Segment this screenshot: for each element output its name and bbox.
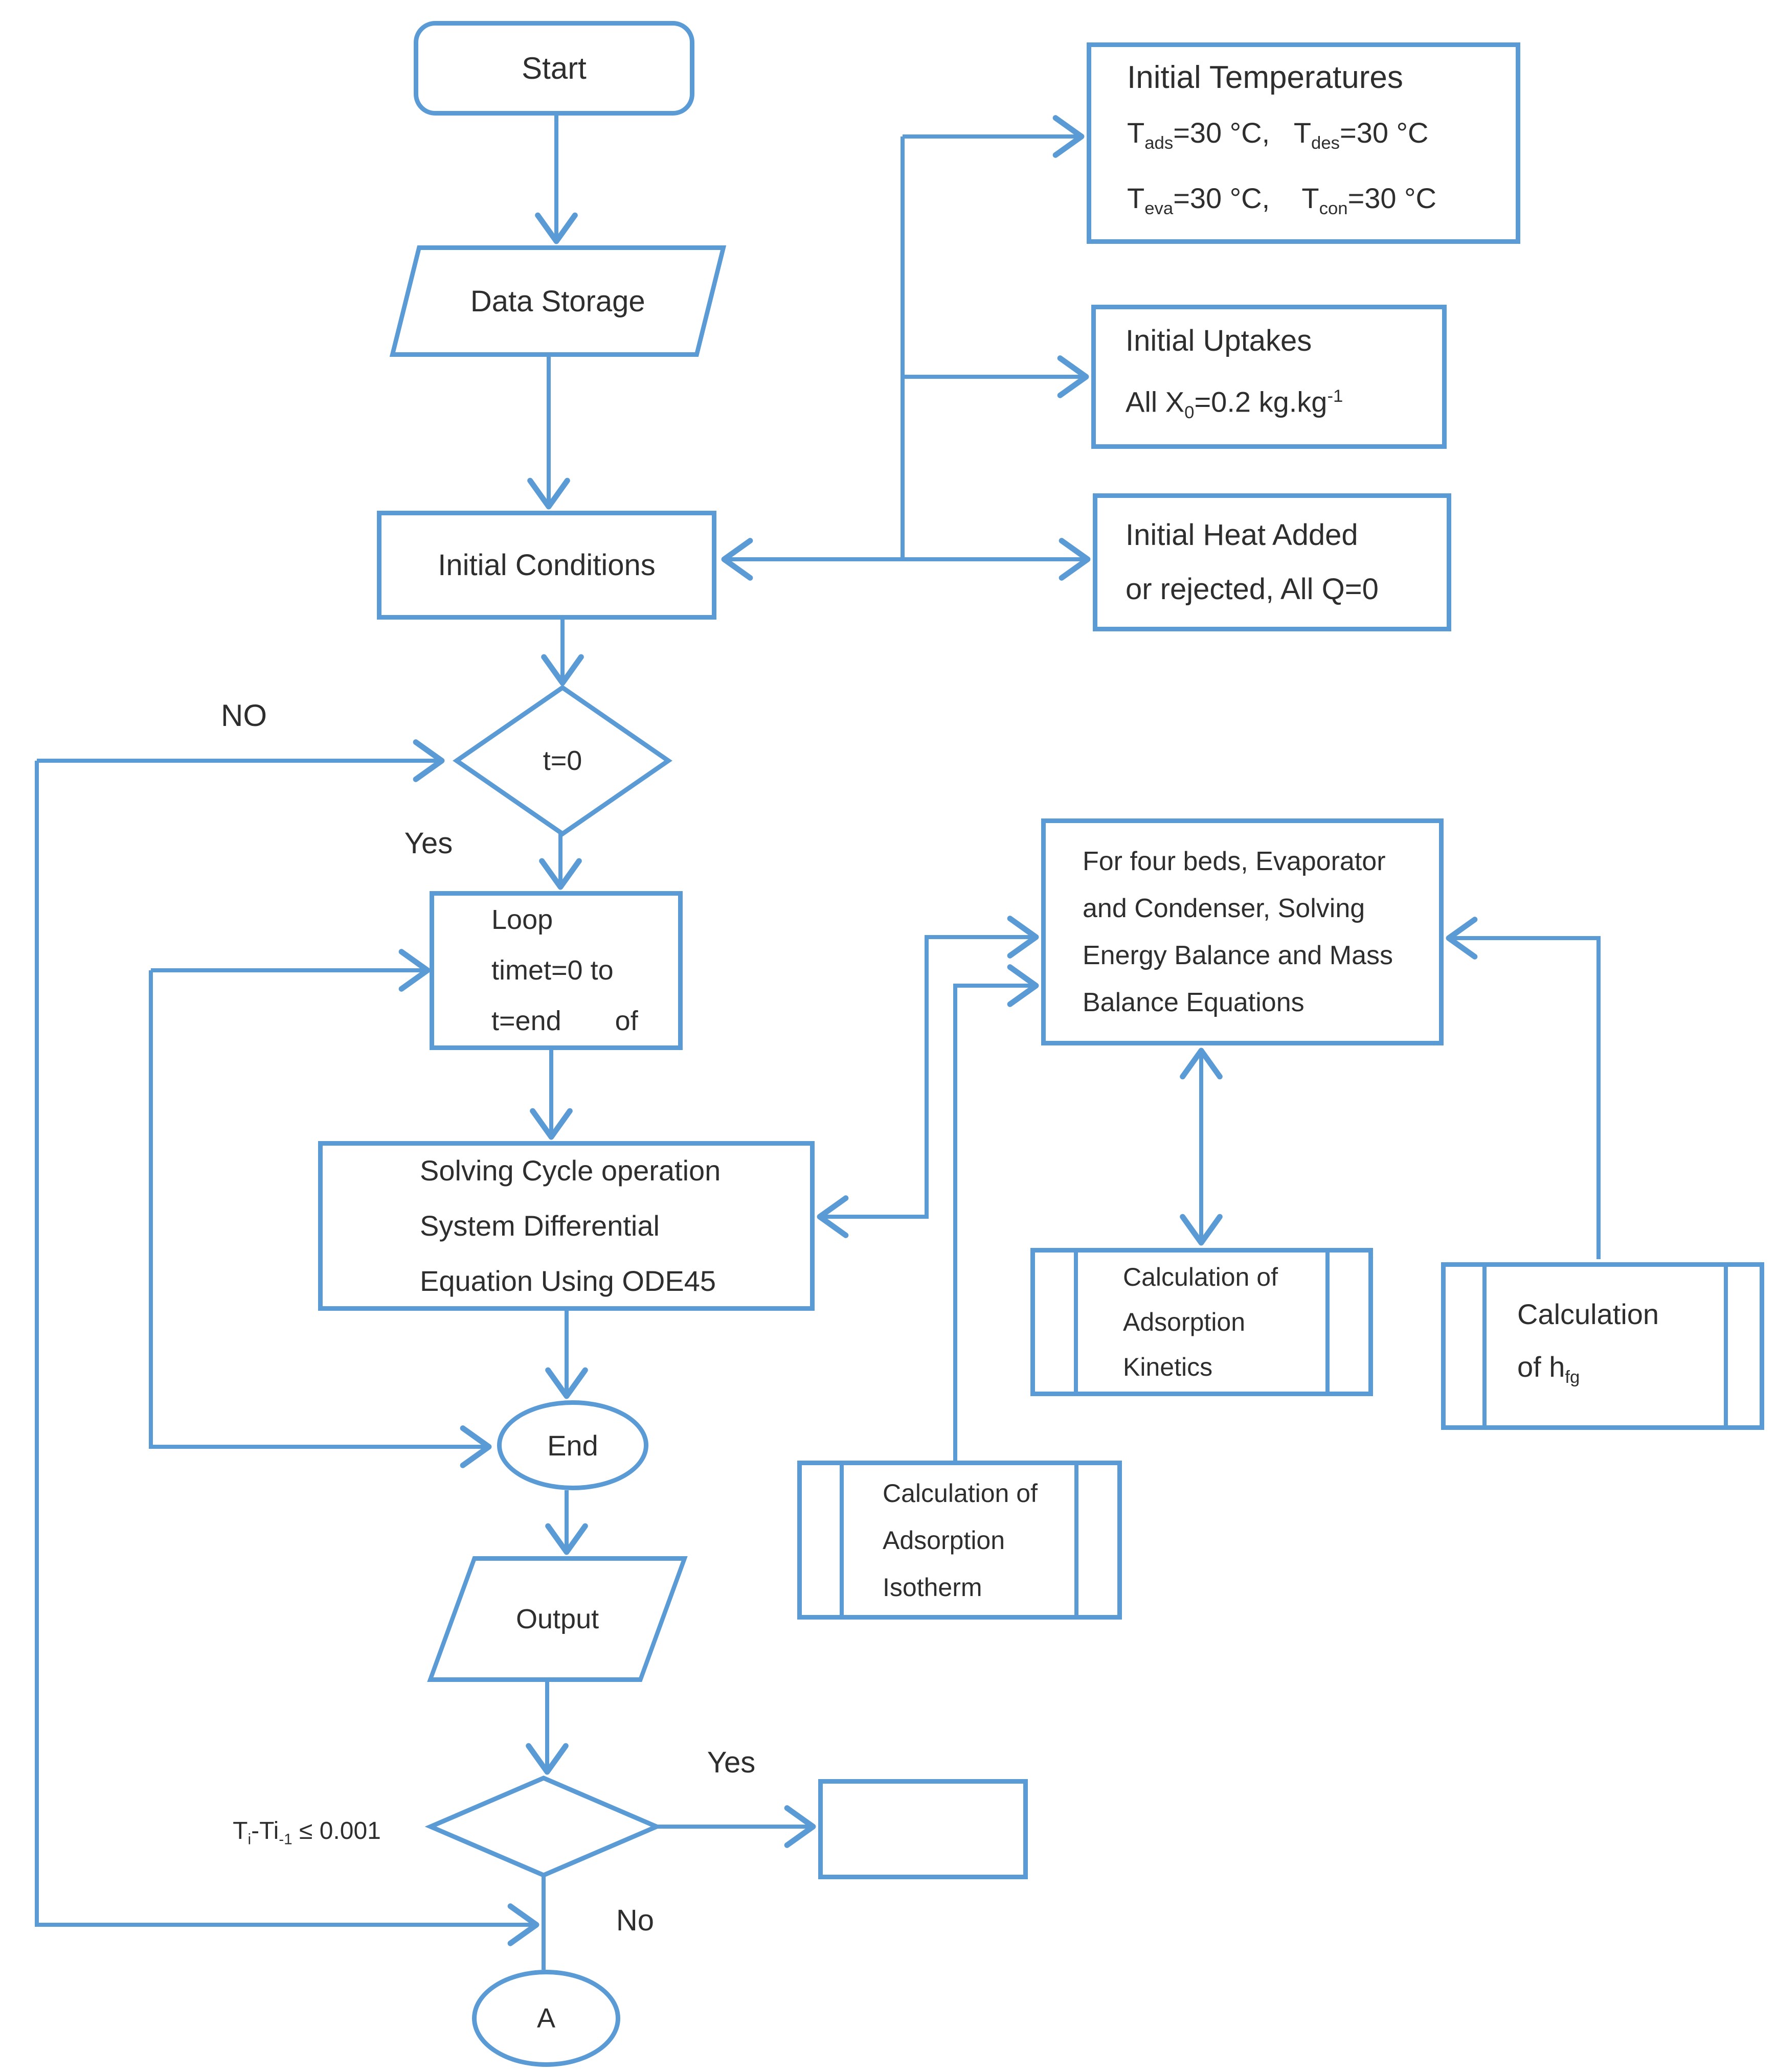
edge-label-yes-upper: Yes <box>398 823 459 863</box>
no-upper-text: NO <box>221 698 267 733</box>
predefined-process-left-bar <box>1482 1267 1487 1425</box>
node-calc-adsorption-kinetics: Calculation of Adsorption Kinetics <box>1030 1248 1373 1396</box>
initial-uptakes-row: All X0=0.2 kg.kg-1 <box>1126 385 1343 422</box>
edge-label-no-lower: No <box>602 1900 668 1940</box>
edge-no-return-left <box>35 761 539 1946</box>
end-label: End <box>547 1429 598 1462</box>
predefined-process-left-bar <box>840 1465 844 1615</box>
edge-label-yes-lower: Yes <box>698 1742 764 1782</box>
predefined-process-right-bar <box>1325 1253 1330 1392</box>
node-data-storage: Data Storage <box>389 245 727 357</box>
node-loop: Loop timet=0 to t=end of <box>430 891 683 1050</box>
node-initial-uptakes: Initial Uptakes All X0=0.2 kg.kg-1 <box>1091 305 1447 449</box>
node-solving-cycle: Solving Cycle operation System Different… <box>318 1141 815 1311</box>
yes-lower-text: Yes <box>707 1745 756 1779</box>
edge-hfg-to-beds <box>1446 917 1601 1259</box>
node-next-step-empty <box>818 1779 1028 1879</box>
edge-beds-solving <box>817 916 1039 1238</box>
convergence-diamond-shape <box>424 1775 663 1878</box>
initial-temperatures-row2: Teva=30 °C, Tcon=30 °C <box>1127 182 1436 219</box>
node-initial-heat-added: Initial Heat Added or rejected, All Q=0 <box>1093 493 1451 631</box>
initial-uptakes-text: Initial Uptakes All X0=0.2 kg.kg-1 <box>1096 313 1343 440</box>
node-output: Output <box>427 1556 688 1682</box>
initial-temperatures-title: Initial Temperatures <box>1127 59 1403 95</box>
start-label: Start <box>522 51 587 85</box>
edge-isotherm-to-beds <box>953 964 1039 1461</box>
edge-innerloop-to-end <box>149 970 492 1468</box>
for-four-beds-text: For four beds, Evaporator and Condenser,… <box>1083 847 1393 1017</box>
node-initial-conditions: Initial Conditions <box>377 511 716 620</box>
initial-conditions-label: Initial Conditions <box>438 549 656 582</box>
predefined-process-left-bar <box>1074 1253 1078 1392</box>
convergence-condition-label: Ti-Ti-1 ≤ 0.001 <box>215 1810 399 1856</box>
convergence-label-text: Ti-Ti-1 ≤ 0.001 <box>233 1817 381 1848</box>
data-storage-label: Data Storage <box>470 284 645 318</box>
t0-label-text: t=0 <box>543 745 582 776</box>
solving-cycle-text: Solving Cycle operation System Different… <box>420 1154 721 1297</box>
node-for-four-beds: For four beds, Evaporator and Condenser,… <box>1041 818 1444 1045</box>
loop-text: Loop timet=0 to t=end of <box>491 904 638 1036</box>
no-lower-text: No <box>616 1903 655 1937</box>
initial-uptakes-title: Initial Uptakes <box>1126 324 1312 358</box>
node-connector-a: A <box>472 1970 620 2067</box>
t0-diamond-shape <box>453 685 672 837</box>
yes-upper-text: Yes <box>404 826 453 860</box>
edge-label-no-upper: NO <box>213 696 275 735</box>
node-initial-temperatures: Initial Temperatures Tads=30 °C, Tdes=30… <box>1087 42 1520 244</box>
node-calc-adsorption-isotherm: Calculation of Adsorption Isotherm <box>797 1461 1122 1620</box>
initial-heat-added-text: Initial Heat Added or rejected, All Q=0 <box>1126 518 1379 606</box>
calc-adsorption-kinetics-text: Calculation of Adsorption Kinetics <box>1123 1263 1278 1381</box>
node-start: Start <box>414 21 694 116</box>
initial-temperatures-row1: Tads=30 °C, Tdes=30 °C <box>1127 116 1429 153</box>
predefined-process-right-bar <box>1074 1465 1078 1615</box>
connector-a-label: A <box>536 2003 556 2034</box>
initial-temperatures-text: Initial Temperatures Tads=30 °C, Tdes=30… <box>1091 50 1436 236</box>
node-end: End <box>497 1400 648 1490</box>
t0-decision-label: t=0 <box>511 738 614 784</box>
output-label: Output <box>515 1604 599 1634</box>
predefined-process-right-bar <box>1724 1267 1728 1425</box>
calc-adsorption-isotherm-text: Calculation of Adsorption Isotherm <box>883 1478 1038 1602</box>
